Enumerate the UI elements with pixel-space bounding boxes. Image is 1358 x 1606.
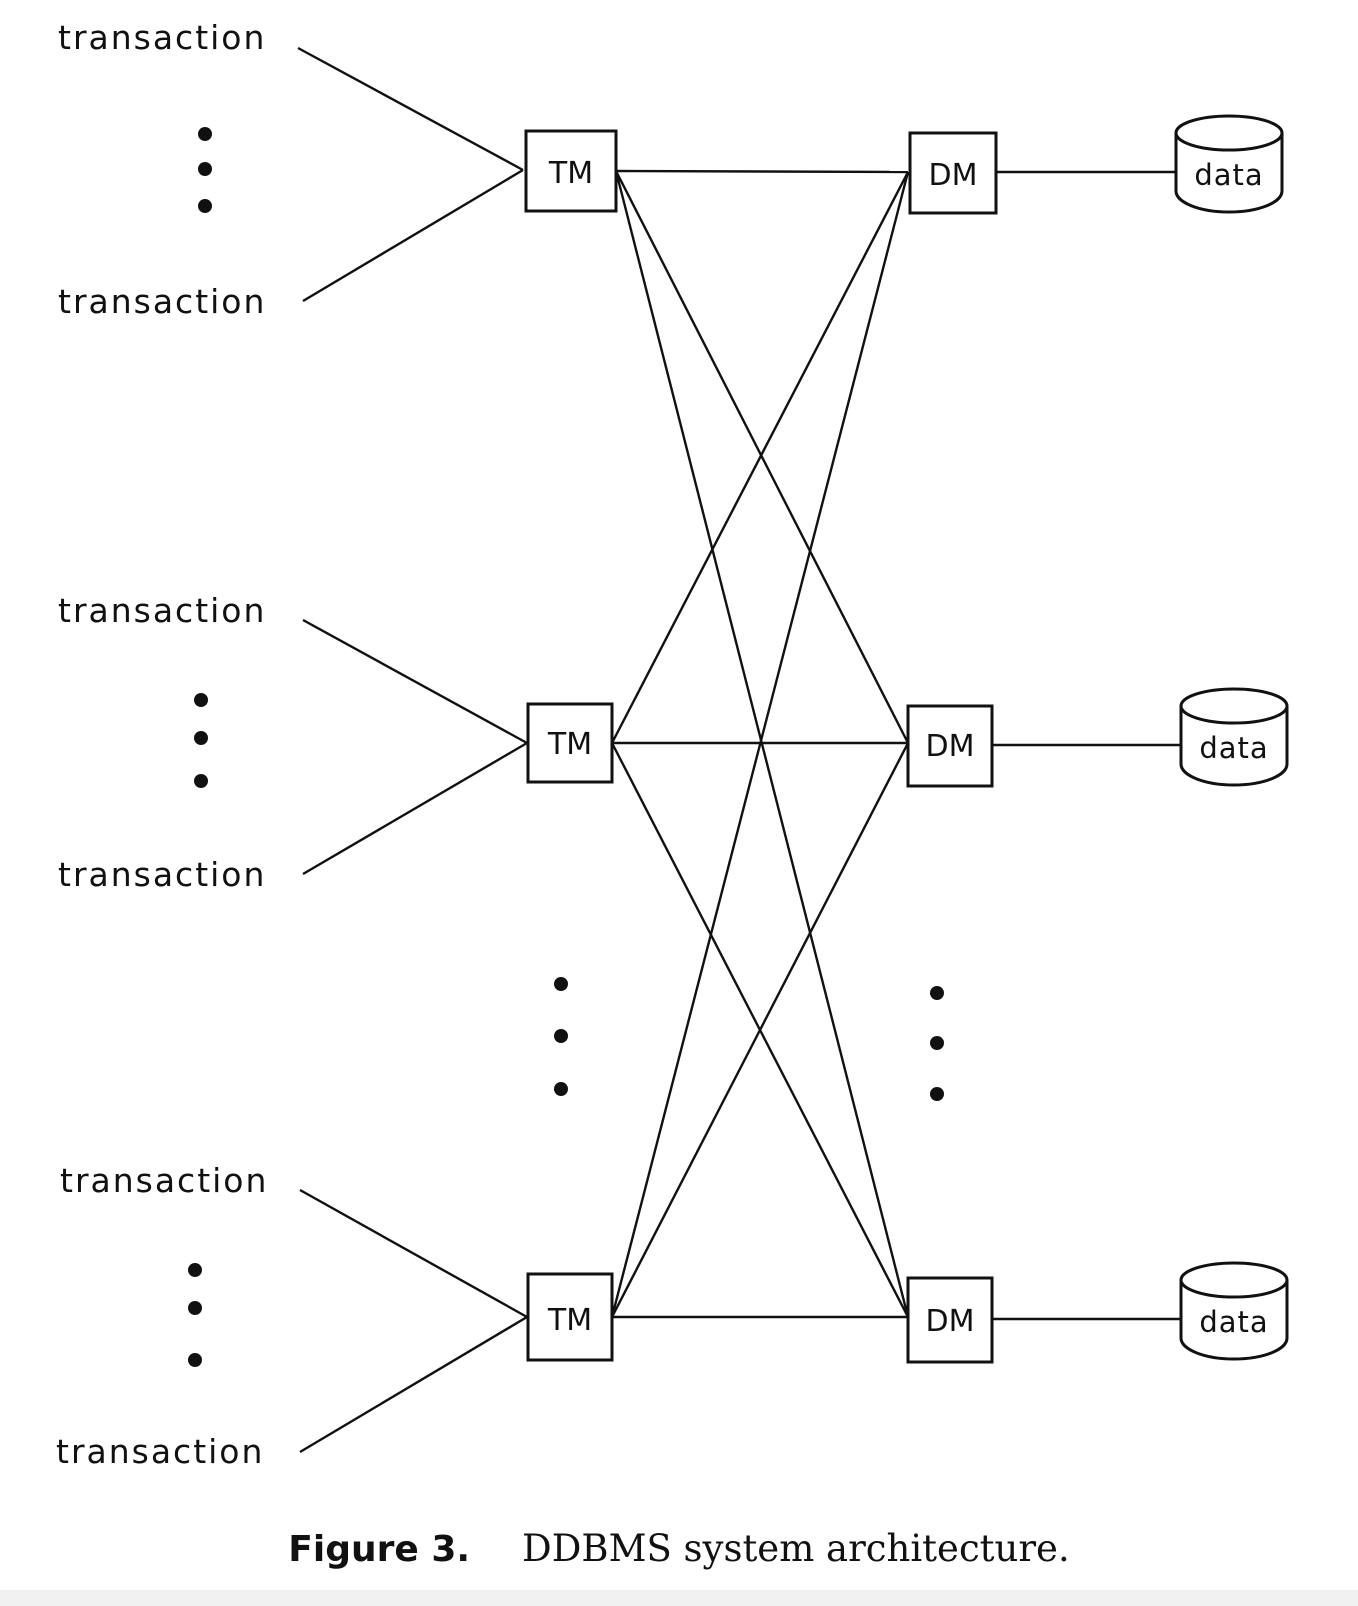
data-label: data <box>1194 158 1263 192</box>
transaction-label: transaction <box>60 1161 268 1200</box>
data-store-cylinder: data <box>1179 1261 1289 1361</box>
dm-label: DM <box>926 1304 975 1339</box>
ellipsis-dot <box>194 774 208 788</box>
tm-dm-edges <box>610 169 910 1319</box>
dm-label: DM <box>929 158 978 193</box>
edge-transaction-tm2-top <box>302 618 528 745</box>
ellipsis-dot <box>198 162 212 176</box>
ellipsis-dot <box>930 1087 944 1101</box>
ellipsis-dot <box>194 693 208 707</box>
edge-tm3-dm2 <box>610 742 910 1318</box>
tm-label: TM <box>548 156 593 191</box>
tm-box: TM <box>524 129 618 213</box>
ellipsis-dot <box>188 1263 202 1277</box>
data-label: data <box>1199 1305 1268 1339</box>
ellipsis-dot <box>930 986 944 1000</box>
ellipsis-dots-group-1 <box>198 127 212 213</box>
tm-label: TM <box>547 1303 592 1338</box>
bottom-band <box>0 1590 1358 1606</box>
dm-box: DM <box>908 131 998 215</box>
ellipsis-dots-dm-column <box>930 986 944 1101</box>
tm-label: TM <box>547 727 592 762</box>
edge-transaction-tm3-top <box>299 1188 528 1319</box>
edge-tm2-dm1 <box>610 171 910 744</box>
ellipsis-dot <box>188 1301 202 1315</box>
ellipsis-dot <box>930 1036 944 1050</box>
data-store-cylinder: data <box>1174 114 1284 214</box>
dm-data-edges <box>990 170 1180 1321</box>
figure-caption: Figure 3. DDBMS system architecture. <box>0 1527 1358 1570</box>
dm-box: DM <box>906 704 994 788</box>
ellipsis-dots-tm-column <box>554 977 568 1096</box>
edge-transaction-tm3-bottom <box>299 1315 528 1454</box>
transaction-edges <box>297 46 528 1454</box>
ellipsis-dot <box>198 127 212 141</box>
edge-tm1-dm2 <box>614 170 910 744</box>
edge-tm1-dm1 <box>615 169 909 174</box>
data-label: data <box>1199 731 1268 765</box>
transaction-label: transaction <box>58 855 266 894</box>
ellipsis-dots-group-3 <box>188 1263 202 1367</box>
tm-box: TM <box>526 1272 614 1362</box>
transaction-label: transaction <box>58 282 266 321</box>
tm-box: TM <box>526 702 614 784</box>
data-store-cylinder: data <box>1179 687 1289 787</box>
ellipsis-dots-group-2 <box>194 693 208 788</box>
ellipsis-dot <box>554 977 568 991</box>
ellipsis-dot <box>194 731 208 745</box>
ellipsis-dot <box>198 199 212 213</box>
transaction-label: transaction <box>56 1432 264 1471</box>
ellipsis-dot <box>554 1082 568 1096</box>
edge-transaction-tm2-bottom <box>302 741 528 876</box>
dm-box: DM <box>906 1276 994 1364</box>
transaction-label: transaction <box>58 18 266 57</box>
caption-text: DDBMS system architecture. <box>522 1527 1070 1570</box>
edge-transaction-tm1-bottom <box>302 168 524 303</box>
edge-transaction-tm1-top <box>297 46 524 172</box>
transaction-label: transaction <box>58 591 266 630</box>
dm-label: DM <box>926 729 975 764</box>
caption-figure-label: Figure 3. <box>288 1529 471 1570</box>
edge-tm3-dm1 <box>610 171 910 1318</box>
ellipsis-dot <box>188 1353 202 1367</box>
ellipsis-dot <box>554 1029 568 1043</box>
